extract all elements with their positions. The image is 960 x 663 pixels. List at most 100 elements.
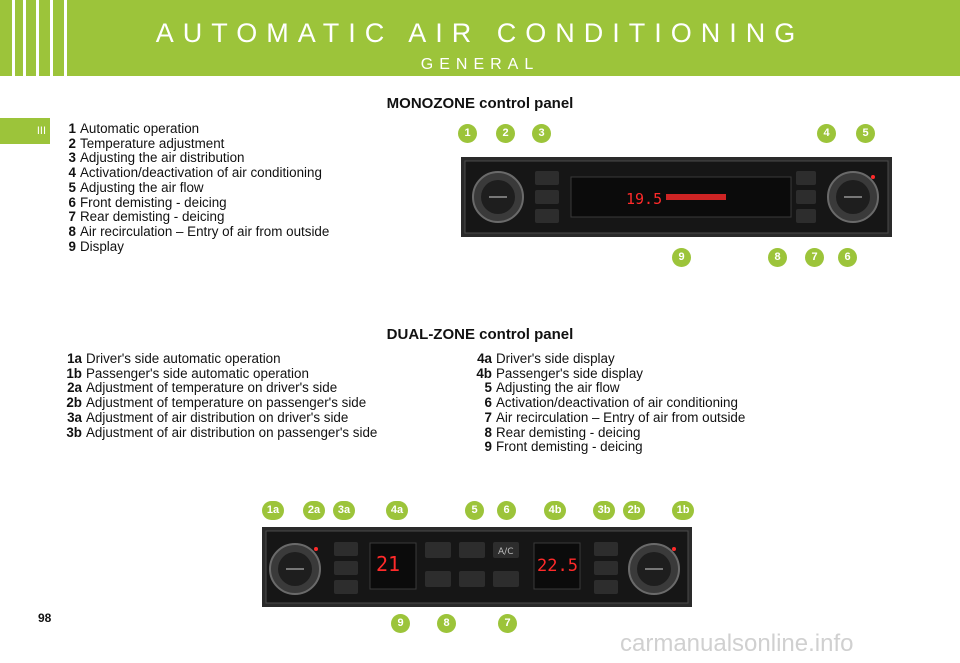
legend-item: 1 Automatic operation: [66, 122, 329, 137]
page-header: AUTOMATIC AIR CONDITIONING GENERAL: [0, 0, 960, 76]
monozone-heading: MONOZONE control panel: [0, 95, 960, 112]
legend-text: Adjusting the air flow: [496, 380, 620, 395]
callout-2: 2: [496, 124, 515, 143]
legend-item: 1b Passenger's side automatic operation: [66, 367, 377, 382]
callout-5: 5: [856, 124, 875, 143]
legend-number: 9: [66, 240, 76, 255]
legend-item: 6 Activation/deactivation of air conditio…: [474, 396, 745, 411]
callout-3: 3: [532, 124, 551, 143]
callout-1b: 1b: [672, 501, 694, 520]
monozone-temperature-readout: 19.5: [626, 190, 662, 208]
callout-5: 5: [465, 501, 484, 520]
section-tab: III: [0, 118, 50, 144]
legend-text: Adjustment of air distribution on driver…: [86, 410, 348, 425]
passenger-temperature-readout: 22.5: [537, 556, 578, 576]
legend-text: Automatic operation: [80, 121, 199, 136]
legend-text: Adjusting the air flow: [80, 180, 204, 195]
legend-text: Adjusting the air distribution: [80, 150, 245, 165]
legend-number: 3b: [66, 426, 82, 441]
callout-6: 6: [838, 248, 857, 267]
callout-1: 1: [458, 124, 477, 143]
legend-number: 6: [474, 396, 492, 411]
legend-item: 1a Driver's side automatic operation: [66, 352, 377, 367]
legend-text: Passenger's side display: [496, 366, 643, 381]
legend-number: 3: [66, 151, 76, 166]
callout-7: 7: [805, 248, 824, 267]
legend-text: Passenger's side automatic operation: [86, 366, 309, 381]
legend-number: 5: [66, 181, 76, 196]
legend-text: Activation/deactivation of air condition…: [496, 395, 738, 410]
callout-9: 9: [391, 614, 410, 633]
legend-item: 2b Adjustment of temperature on passenger…: [66, 396, 377, 411]
page-subtitle: GENERAL: [0, 56, 960, 74]
legend-item: 7 Air recirculation – Entry of air from o…: [474, 411, 745, 426]
legend-item: 5 Adjusting the air flow: [66, 181, 329, 196]
legend-item: 3a Adjustment of air distribution on driv…: [66, 411, 377, 426]
legend-number: 1a: [66, 352, 82, 367]
legend-text: Front demisting - deicing: [80, 195, 227, 210]
callout-4: 4: [817, 124, 836, 143]
legend-text: Activation/deactivation of air condition…: [80, 165, 322, 180]
callout-6: 6: [497, 501, 516, 520]
legend-text: Air recirculation – Entry of air from ou…: [496, 410, 745, 425]
callout-8: 8: [437, 614, 456, 633]
legend-text: Front demisting - deicing: [496, 439, 643, 454]
legend-number: 8: [66, 225, 76, 240]
callout-9: 9: [672, 248, 691, 267]
callout-1a: 1a: [262, 501, 284, 520]
legend-item: 8 Air recirculation – Entry of air from o…: [66, 225, 329, 240]
legend-item: 4 Activation/deactivation of air conditio…: [66, 166, 329, 181]
legend-number: 7: [66, 210, 76, 225]
callout-2a: 2a: [303, 501, 325, 520]
monozone-legend: 1 Automatic operation 2 Temperature adjust…: [66, 122, 329, 254]
legend-number: 4b: [474, 367, 492, 382]
legend-item: 3b Adjustment of air distribution on pass…: [66, 426, 377, 441]
legend-item: 3 Adjusting the air distribution: [66, 151, 329, 166]
legend-number: 9: [474, 440, 492, 455]
legend-text: Rear demisting - deicing: [80, 209, 224, 224]
callout-2b: 2b: [623, 501, 645, 520]
legend-item: 9 Front demisting - deicing: [474, 440, 745, 455]
legend-text: Temperature adjustment: [80, 136, 224, 151]
callout-4b: 4b: [544, 501, 566, 520]
dualzone-legend-left: 1a Driver's side automatic operation 1b Pa…: [66, 352, 377, 440]
legend-text: Adjustment of temperature on passenger's…: [86, 395, 366, 410]
callout-8: 8: [768, 248, 787, 267]
legend-item: 5 Adjusting the air flow: [474, 381, 745, 396]
legend-text: Driver's side display: [496, 351, 615, 366]
monozone-panel-svg: 19.5: [461, 157, 892, 237]
legend-text: Rear demisting - deicing: [496, 425, 640, 440]
legend-number: 3a: [66, 411, 82, 426]
footer-watermark: carmanualsonline.info: [620, 630, 853, 658]
page-number: 98: [38, 611, 51, 625]
legend-number: 2b: [66, 396, 82, 411]
callout-4a: 4a: [386, 501, 408, 520]
monozone-control-panel-image: 19.5: [461, 157, 892, 237]
driver-temperature-readout: 21: [376, 552, 400, 576]
legend-number: 4: [66, 166, 76, 181]
callout-7: 7: [498, 614, 517, 633]
legend-text: Adjustment of air distribution on passen…: [86, 425, 377, 440]
legend-item: 7 Rear demisting - deicing: [66, 210, 329, 225]
ac-button-label: A/C: [498, 547, 513, 557]
dualzone-heading: DUAL-ZONE control panel: [0, 326, 960, 343]
legend-number: 2: [66, 137, 76, 152]
legend-number: 1: [66, 122, 76, 137]
legend-number: 2a: [66, 381, 82, 396]
legend-text: Driver's side automatic operation: [86, 351, 281, 366]
legend-number: 7: [474, 411, 492, 426]
legend-number: 5: [474, 381, 492, 396]
legend-number: 1b: [66, 367, 82, 382]
callout-3a: 3a: [333, 501, 355, 520]
dualzone-panel-svg: 21 A/C 22.5: [262, 527, 692, 607]
legend-item: 2 Temperature adjustment: [66, 137, 329, 152]
legend-text: Air recirculation – Entry of air from ou…: [80, 224, 329, 239]
callout-3b: 3b: [593, 501, 615, 520]
legend-item: 4b Passenger's side display: [474, 367, 745, 382]
